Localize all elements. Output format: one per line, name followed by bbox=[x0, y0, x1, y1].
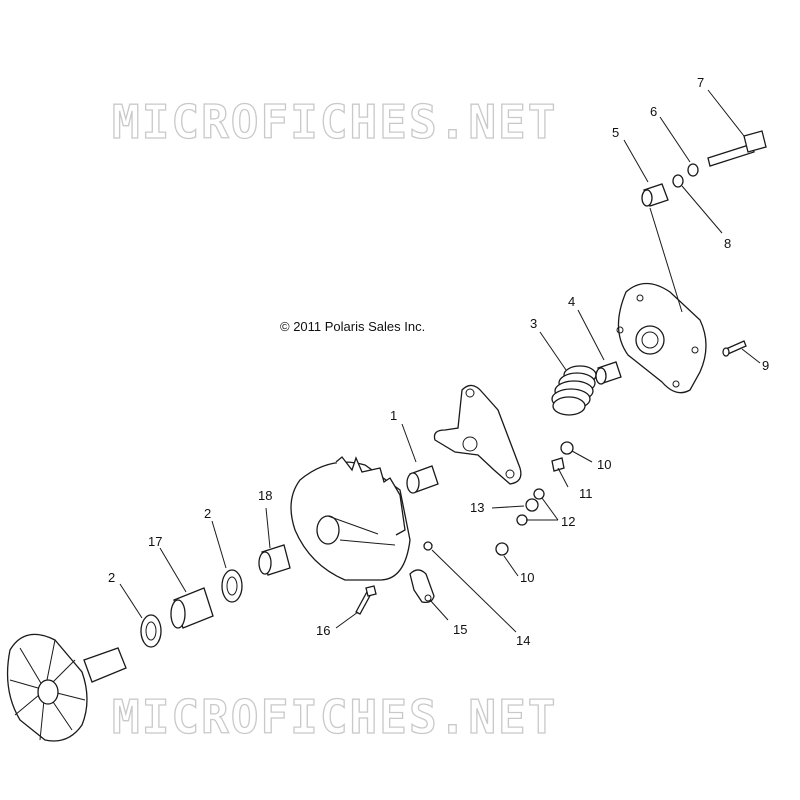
callout-7: 7 bbox=[697, 75, 704, 90]
part-washer-2-left-hole bbox=[145, 621, 157, 641]
part-bushing-1 bbox=[406, 465, 439, 494]
watermark-bottom: MICROFICHES.NET bbox=[112, 690, 557, 744]
part-washer-2-right-hole bbox=[226, 576, 238, 596]
part-washer-12-top bbox=[533, 488, 545, 500]
part-fixed-sheave bbox=[6, 633, 127, 742]
copyright-text: © 2011 Polaris Sales Inc. bbox=[280, 319, 425, 334]
part-roller-10-top bbox=[560, 441, 574, 455]
callout-10-top: 10 bbox=[597, 457, 611, 472]
part-washer-8 bbox=[672, 174, 684, 188]
part-bolt-16 bbox=[355, 585, 377, 615]
callout-3: 3 bbox=[530, 316, 537, 331]
callout-1: 1 bbox=[390, 408, 397, 423]
callout-4: 4 bbox=[568, 294, 575, 309]
callout-5: 5 bbox=[612, 125, 619, 140]
part-sleeve-17 bbox=[170, 587, 214, 629]
part-bushing-18 bbox=[258, 544, 291, 576]
part-washer-6 bbox=[687, 163, 699, 177]
part-pin-11 bbox=[551, 457, 565, 472]
callout-17: 17 bbox=[148, 534, 162, 549]
callout-18: 18 bbox=[258, 488, 272, 503]
callout-2-right: 2 bbox=[204, 506, 211, 521]
callout-9: 9 bbox=[762, 358, 769, 373]
callout-8: 8 bbox=[724, 236, 731, 251]
part-roller-13 bbox=[525, 498, 539, 512]
part-cover-plate bbox=[616, 282, 707, 394]
callout-15: 15 bbox=[453, 622, 467, 637]
part-pin-9 bbox=[722, 340, 747, 357]
part-roller-10-bottom bbox=[495, 542, 509, 556]
part-nut-14 bbox=[423, 541, 433, 551]
watermark-top: MICROFICHES.NET bbox=[112, 95, 557, 149]
part-bushing-4 bbox=[595, 361, 622, 385]
part-spider bbox=[433, 384, 522, 485]
callout-12: 12 bbox=[561, 514, 575, 529]
callout-2-left: 2 bbox=[108, 570, 115, 585]
callout-14: 14 bbox=[516, 633, 530, 648]
part-spring bbox=[551, 365, 597, 416]
callout-10-bottom: 10 bbox=[520, 570, 534, 585]
part-bolt bbox=[707, 130, 767, 167]
callout-6: 6 bbox=[650, 104, 657, 119]
part-washer-2-left bbox=[140, 614, 162, 648]
part-spacer bbox=[641, 183, 669, 207]
callout-13: 13 bbox=[470, 500, 484, 515]
callout-11: 11 bbox=[579, 486, 593, 501]
leader-lines bbox=[119, 89, 761, 633]
part-weight-15 bbox=[409, 569, 435, 604]
callout-labels: 1 2 2 3 4 5 6 7 8 9 10 10 11 12 13 14 15… bbox=[108, 75, 769, 648]
callout-16: 16 bbox=[316, 623, 330, 638]
part-washer-12-bottom bbox=[516, 514, 528, 526]
part-washer-2-right bbox=[221, 569, 243, 603]
part-moveable-sheave bbox=[290, 456, 411, 581]
